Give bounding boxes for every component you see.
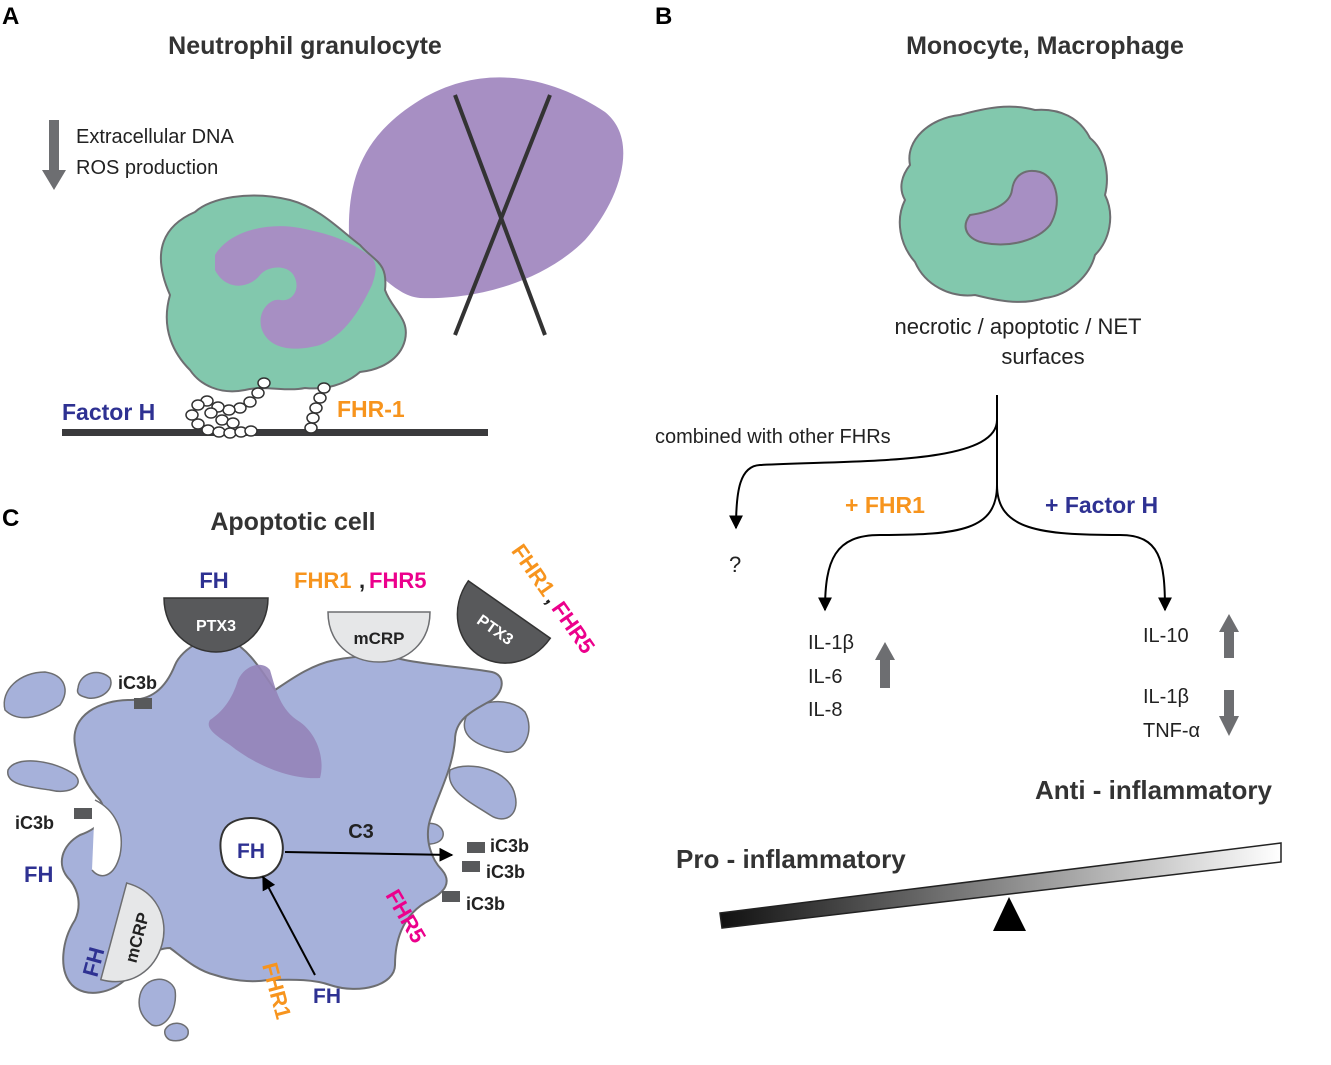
ic3b-marker bbox=[442, 891, 460, 902]
cytokine-il8: IL-8 bbox=[808, 699, 842, 721]
ptx3-shape-top bbox=[163, 597, 269, 653]
mcrp-shape-top bbox=[327, 611, 431, 663]
fh-label-bottom: FH bbox=[313, 985, 341, 1008]
panel-a: A Neutrophil granulocyte Extracellular D… bbox=[2, 3, 624, 439]
ic3b-marker bbox=[462, 861, 480, 872]
ros-production-text: ROS production bbox=[76, 157, 218, 179]
plus-factor-h-label: + Factor H bbox=[1045, 492, 1158, 518]
fh-label-center: FH bbox=[237, 840, 265, 863]
c3-label: C3 bbox=[348, 821, 374, 843]
fh-label-top: FH bbox=[199, 568, 228, 593]
fhr1-label-rotated: FHR1 bbox=[506, 539, 559, 600]
ic3b-label: iC3b bbox=[466, 894, 505, 914]
net-extracellular-dna-shape bbox=[348, 77, 624, 299]
panel-b-letter: B bbox=[655, 3, 672, 30]
comma-label-top: , bbox=[359, 568, 365, 593]
fh-binding-arrow bbox=[262, 875, 316, 976]
ic3b-marker bbox=[467, 842, 485, 853]
decrease-arrow-icon bbox=[1219, 690, 1239, 736]
panel-c-title: Apoptotic cell bbox=[210, 508, 375, 536]
fhr5-label-rotated: FHR5 bbox=[547, 597, 600, 658]
anti-inflammatory-label: Anti - inflammatory bbox=[1035, 775, 1272, 805]
mcrp-label-top: mCRP bbox=[353, 629, 404, 648]
ic3b-label: iC3b bbox=[15, 813, 54, 833]
question-mark-text: ? bbox=[729, 552, 741, 577]
macrophage-nucleus bbox=[964, 170, 1058, 246]
ic3b-label: iC3b bbox=[490, 836, 529, 856]
arrow-to-pro-cytokines bbox=[818, 484, 998, 612]
factor-h-bead-chain bbox=[185, 377, 271, 439]
cross-line-2 bbox=[453, 94, 552, 336]
arrow-to-anti-cytokines bbox=[996, 484, 1172, 612]
panel-b-title: Monocyte, Macrophage bbox=[906, 32, 1184, 60]
mcrp-rotated-group: mCRP bbox=[99, 882, 165, 983]
decrease-arrow-icon bbox=[42, 120, 66, 190]
panel-a-title: Neutrophil granulocyte bbox=[168, 32, 442, 60]
mcrp-shape-left bbox=[99, 882, 165, 983]
ptx3-label-top: PTX3 bbox=[196, 618, 236, 635]
apoptotic-nucleus-fragment bbox=[208, 664, 322, 779]
cytokine-il6: IL-6 bbox=[808, 666, 842, 688]
ptx3-rotated-group: PTX3 bbox=[456, 579, 552, 664]
combined-other-fhrs-text: combined with other FHRs bbox=[655, 426, 891, 448]
ic3b-label: iC3b bbox=[118, 673, 157, 693]
cell-indent bbox=[91, 799, 122, 877]
surfaces-text-line-1: necrotic / apoptotic / NET bbox=[895, 314, 1142, 339]
cytokine-tnfa-down: TNF-α bbox=[1143, 720, 1200, 742]
cytokine-il1b: IL-1β bbox=[808, 632, 854, 654]
ic3b-marker bbox=[74, 808, 92, 819]
fhr1-label: FHR-1 bbox=[337, 396, 405, 422]
fhr1-label-top: FHR1 bbox=[294, 568, 351, 593]
panel-c: C Apoptotic cell PTX3 FH mCRP FHR1 , FHR… bbox=[2, 505, 600, 1042]
increase-arrow-icon bbox=[1219, 614, 1239, 658]
seesaw-fulcrum bbox=[993, 897, 1026, 931]
surface-line bbox=[62, 429, 488, 436]
cytokine-il10: IL-10 bbox=[1143, 625, 1189, 647]
panel-c-letter: C bbox=[2, 505, 19, 532]
arrow-to-question bbox=[729, 419, 998, 530]
fhr5-label-top: FHR5 bbox=[369, 568, 426, 593]
panel-b: B Monocyte, Macrophage necrotic / apopto… bbox=[655, 3, 1282, 931]
seesaw-beam bbox=[719, 842, 1282, 929]
fhr1-bead-chain bbox=[304, 382, 331, 434]
c3-arrow bbox=[284, 847, 454, 862]
ic3b-marker bbox=[134, 698, 152, 709]
fh-label-left: FH bbox=[24, 862, 53, 887]
ptx3-shape-right bbox=[456, 579, 552, 664]
panel-a-letter: A bbox=[2, 3, 19, 30]
cross-line-1 bbox=[453, 94, 547, 336]
plus-fhr1-label: + FHR1 bbox=[845, 492, 925, 518]
neutrophil-nucleus bbox=[215, 226, 376, 349]
ic3b-label: iC3b bbox=[486, 862, 525, 882]
apoptotic-bodies bbox=[3, 671, 530, 1042]
increase-arrow-icon bbox=[875, 642, 895, 688]
pro-inflammatory-label: Pro - inflammatory bbox=[676, 844, 906, 874]
surfaces-text-line-2: surfaces bbox=[1001, 344, 1084, 369]
extracellular-dna-text: Extracellular DNA bbox=[76, 126, 234, 148]
factor-h-label: Factor H bbox=[62, 399, 155, 425]
cytokine-il1b-down: IL-1β bbox=[1143, 686, 1189, 708]
